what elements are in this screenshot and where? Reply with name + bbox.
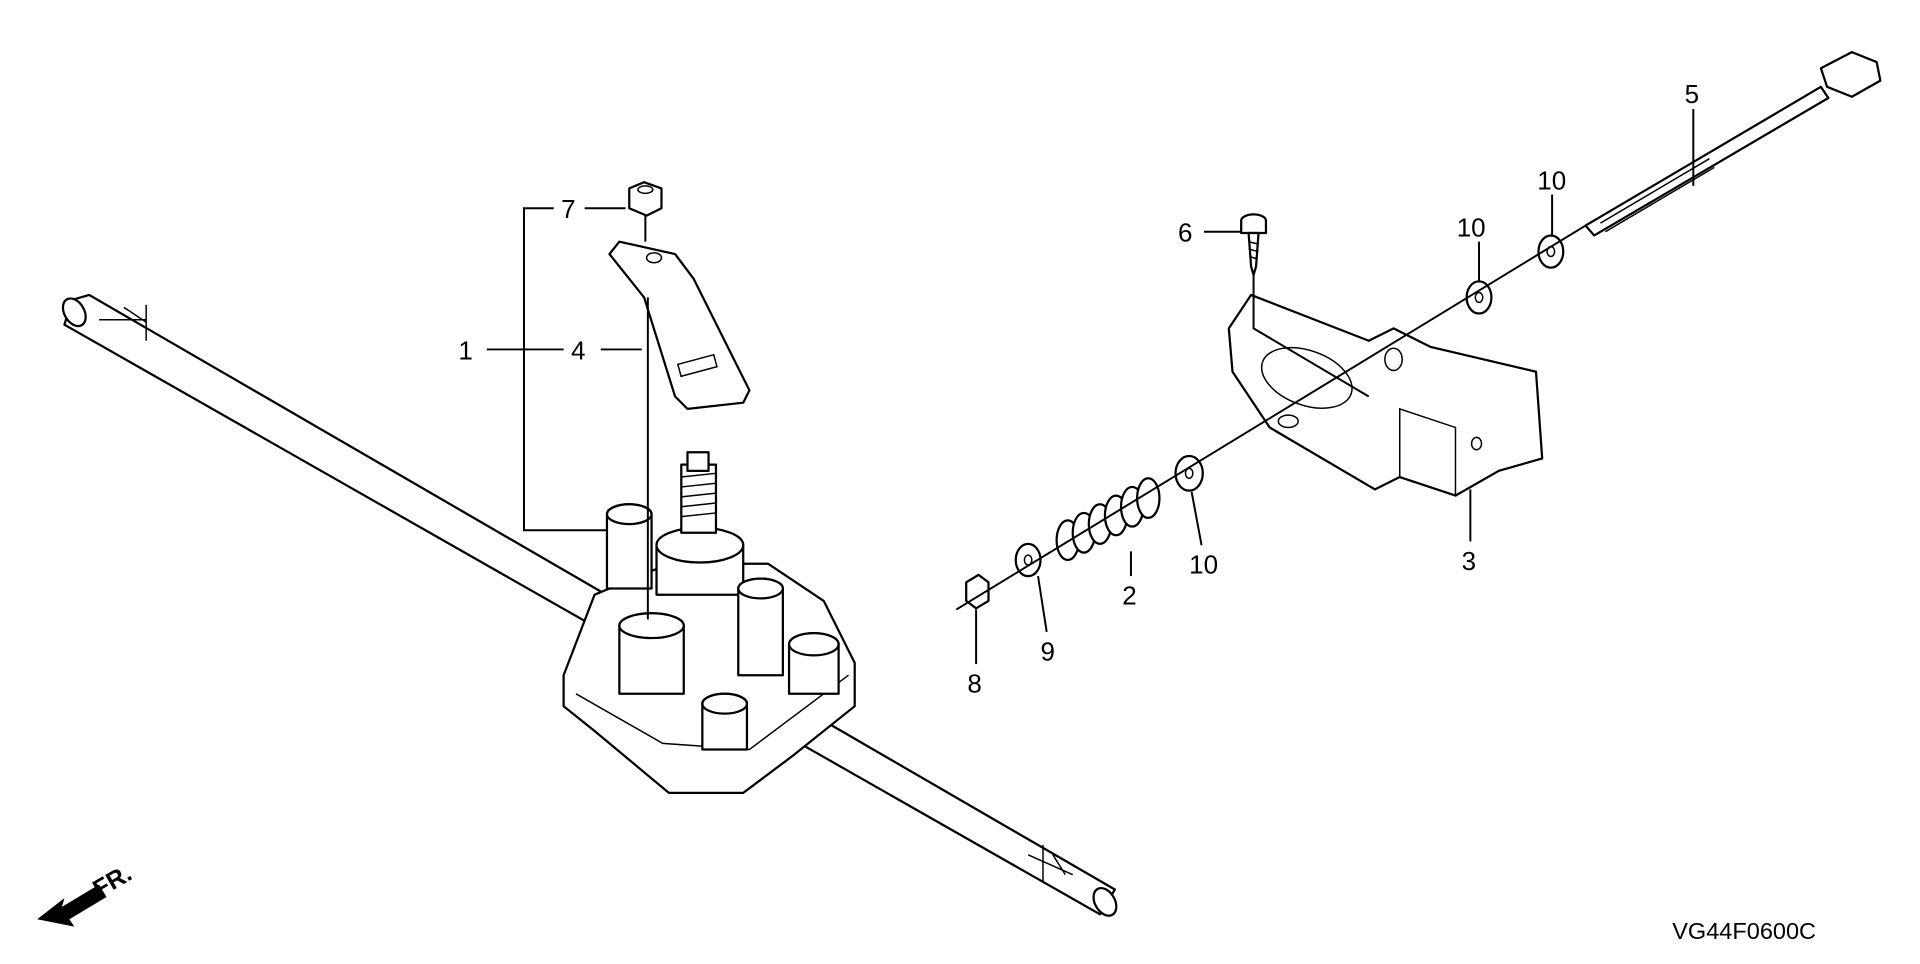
callout-1: 1 bbox=[458, 335, 472, 365]
callout-7: 7 bbox=[561, 194, 575, 224]
callout-2: 2 bbox=[1122, 581, 1136, 611]
callout-6: 6 bbox=[1178, 218, 1192, 248]
callout-8: 8 bbox=[967, 669, 981, 699]
callout-9: 9 bbox=[1041, 636, 1055, 666]
plate-part-4 bbox=[608, 240, 751, 411]
callout-10: 10 bbox=[1537, 166, 1566, 196]
gearbox-housing bbox=[562, 451, 856, 795]
callout-3: 3 bbox=[1462, 546, 1476, 576]
spring-part-2 bbox=[1055, 477, 1161, 562]
bracket-part-3 bbox=[1227, 293, 1544, 497]
callout-5: 5 bbox=[1685, 79, 1699, 109]
screw-part-6 bbox=[1240, 213, 1268, 277]
nut-part-7 bbox=[628, 181, 663, 217]
front-direction-arrow-icon: FR. bbox=[37, 860, 137, 927]
washer-part-9 bbox=[1014, 542, 1042, 578]
callout-10: 10 bbox=[1189, 550, 1218, 580]
callout-10: 10 bbox=[1457, 213, 1486, 243]
callout-4: 4 bbox=[571, 335, 585, 365]
assembly-lines bbox=[644, 215, 1587, 611]
drawing-code: VG44F0600C bbox=[1672, 918, 1816, 944]
bolt-part-5 bbox=[1584, 51, 1882, 237]
leader-lines bbox=[486, 109, 1695, 665]
